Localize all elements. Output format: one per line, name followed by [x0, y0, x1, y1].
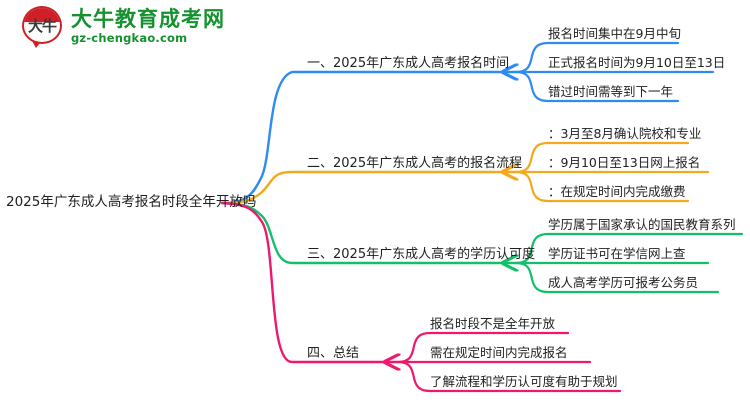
leaf-label-3-3[interactable]: 成人高考学历可报考公务员	[548, 275, 699, 290]
leaf-label-3-1[interactable]: 学历属于国家承认的国民教育系列	[548, 217, 736, 232]
logo-bubble-top-fill	[24, 8, 60, 23]
branch-connector-4	[220, 201, 622, 393]
branch-connector-1	[220, 41, 715, 205]
leaf-label-4-1[interactable]: 报名时段不是全年开放	[430, 316, 556, 331]
logo-bubble-icon	[22, 6, 62, 44]
branch-label-1[interactable]: 一、2025年广东成人高考报名时间	[307, 56, 510, 71]
logo-domain: gz-chengkao.com	[71, 31, 188, 46]
leaf-label-1-2[interactable]: 正式报名时间为9月10日至13日	[548, 55, 726, 70]
leaf-label-2-1[interactable]: ：3月至8月确认院校和专业	[548, 126, 702, 141]
leaf-label-1-3[interactable]: 错过时间需等到下一年	[548, 84, 674, 99]
logo-title: 大牛教育成考网	[71, 7, 225, 32]
leaf-label-3-2[interactable]: 学历证书可在学信网上查	[548, 246, 686, 261]
site-logo[interactable]: 大牛 大牛教育成考网 gz-chengkao.com	[22, 6, 225, 48]
branch-label-4[interactable]: 四、总结	[307, 346, 360, 361]
logo-glyph-text: 大牛	[27, 17, 57, 35]
leaf-label-2-3[interactable]: ：在规定时间内完成缴费	[548, 184, 686, 199]
branch-label-2[interactable]: 二、2025年广东成人高考的报名流程	[307, 156, 523, 171]
branch-label-3[interactable]: 三、2025年广东成人高考的学历认可度	[307, 247, 536, 262]
leaf-label-4-2[interactable]: 需在规定时间内完成报名	[430, 345, 568, 360]
leaf-label-1-1[interactable]: 报名时间集中在9月中旬	[548, 26, 681, 41]
mindmap-root-label[interactable]: 2025年广东成人高考报名时段全年开放吗	[6, 194, 257, 210]
logo-mark-icon: 大牛	[22, 6, 64, 48]
leaf-label-2-2[interactable]: ：9月10日至13日网上报名	[548, 155, 701, 170]
branch-connector-2	[220, 141, 710, 205]
leaf-label-4-3[interactable]: 了解流程和学历认可度有助于规划	[430, 374, 618, 389]
logo-text-block: 大牛教育成考网 gz-chengkao.com	[71, 9, 225, 45]
